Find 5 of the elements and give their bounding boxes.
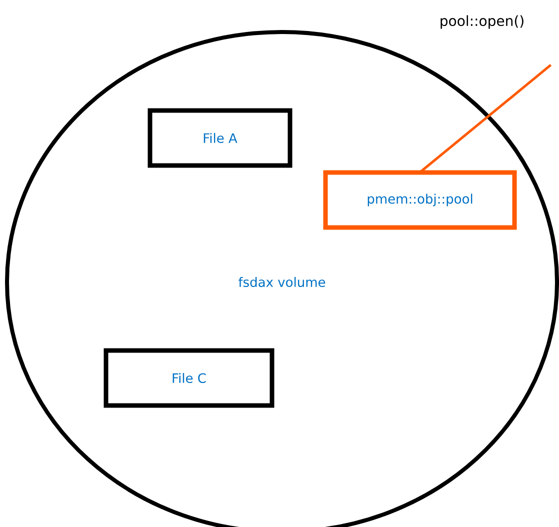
- file-box: File A: [148, 108, 292, 168]
- file-box: pmem::obj::pool: [323, 170, 517, 230]
- call-label: pool::open(): [440, 15, 524, 29]
- leader-line: [419, 64, 552, 174]
- file-box: File C: [104, 348, 274, 408]
